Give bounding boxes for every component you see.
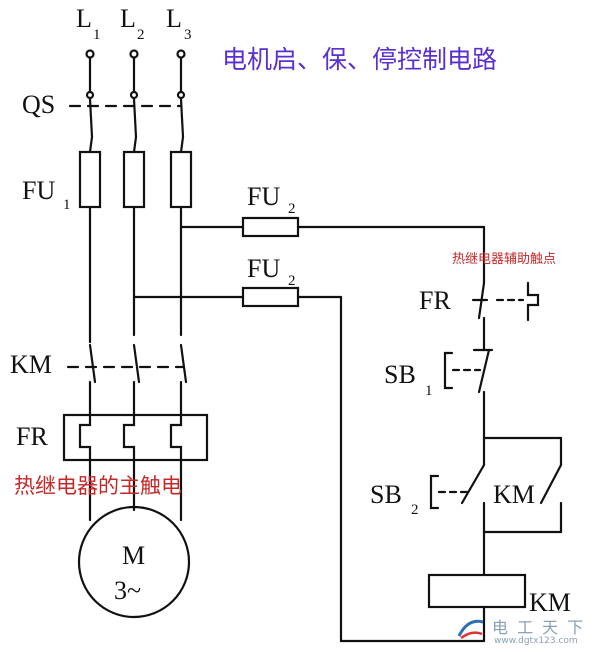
label-l3-sub: 3	[184, 27, 192, 43]
label-fr-main: FR	[16, 422, 48, 451]
label-l1-sub: 1	[93, 27, 101, 43]
aux-contact-annotation: 热继电器辅助触点	[452, 252, 557, 267]
motor-circle	[77, 505, 191, 619]
motor-label-type: 3~	[114, 576, 142, 605]
label-fu2-upper: FU	[247, 182, 281, 211]
label-l2: L	[120, 4, 136, 33]
label-km-aux: KM	[493, 480, 535, 509]
label-fu2-upper-sub: 2	[288, 201, 296, 217]
fu1-fuse-1	[78, 150, 102, 209]
label-fu2-lower-sub: 2	[288, 273, 296, 289]
terminal-l1	[85, 49, 95, 59]
motor-label-m: M	[122, 541, 146, 570]
watermark-logo-icon	[456, 616, 486, 642]
fu1-fuse-2	[122, 150, 146, 209]
qs-blade-1	[88, 97, 94, 139]
label-fu1-sub: 1	[63, 197, 71, 213]
label-fu1: FU	[22, 176, 56, 205]
label-sb2: SB	[370, 480, 402, 509]
fu1-fuse-3	[169, 150, 193, 209]
label-fu2-lower: FU	[247, 254, 281, 283]
label-qs: QS	[22, 90, 56, 119]
label-sb2-sub: 2	[411, 502, 419, 518]
label-sb1-sub: 1	[425, 383, 433, 399]
watermark-url: www.dgtx123.com	[494, 636, 578, 646]
page-title: 电机启、保、停控制电路	[222, 45, 498, 74]
label-fr-aux: FR	[419, 286, 451, 315]
label-km-main: KM	[10, 350, 52, 379]
km-coil	[427, 573, 527, 609]
label-l3: L	[166, 4, 182, 33]
label-l2-sub: 2	[137, 27, 145, 43]
fr-main-box	[62, 413, 209, 462]
watermark-text: 电 工 天 下	[492, 618, 586, 637]
label-l1: L	[76, 4, 92, 33]
fu2-fuse-upper	[241, 216, 300, 238]
terminal-l3	[176, 49, 186, 59]
label-sb1: SB	[384, 360, 416, 389]
fu2-fuse-lower	[241, 286, 300, 308]
main-contact-annotation: 热继电器的主触电	[14, 474, 182, 498]
terminal-l2	[129, 49, 139, 59]
label-km-coil: KM	[529, 588, 571, 617]
